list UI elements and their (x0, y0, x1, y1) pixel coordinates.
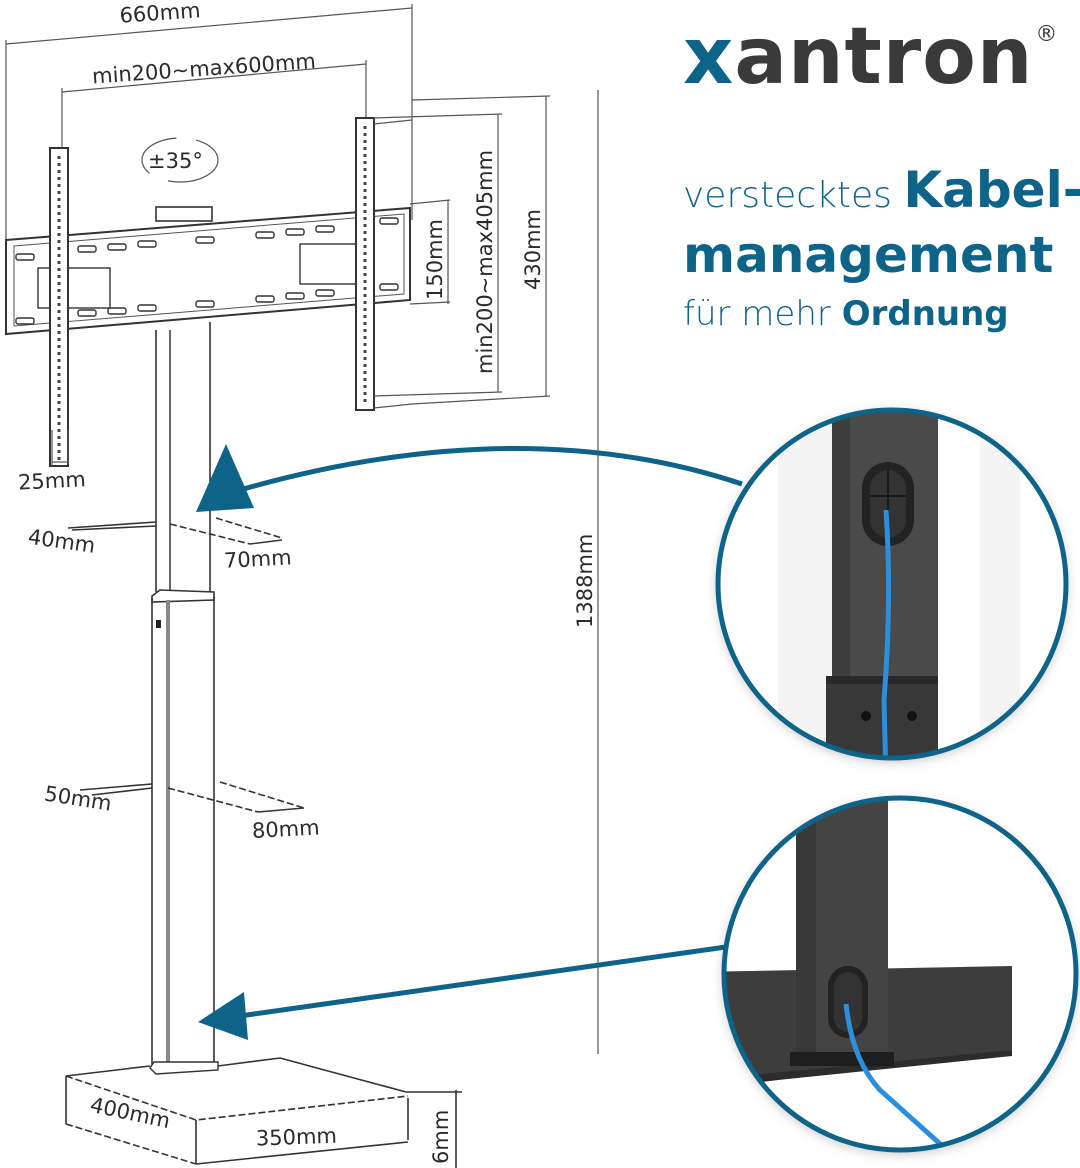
tilt-indicator: ±35° (141, 137, 219, 183)
bracket-height-dimension: 150mm (409, 199, 451, 305)
lower-cable-detail (721, 795, 1079, 1153)
upper-callout-arrow (196, 444, 743, 512)
headline-bold-1: Kabel- (903, 161, 1080, 219)
cable (881, 509, 892, 758)
headline-line-2: management (683, 226, 1054, 284)
vesa-vertical-label: min200~max405mm (473, 150, 497, 374)
headline-bold-3: Ordnung (841, 294, 1009, 334)
upper-pole-width-label: 70mm (223, 545, 292, 573)
brand-logo-accent: x (683, 12, 735, 102)
overall-width-label: 660mm (119, 0, 201, 28)
total-height-label: 1388mm (573, 534, 597, 628)
headline-light-1: verstecktes (683, 175, 892, 216)
upper-pole (155, 322, 211, 592)
headline-line-1: verstecktes Kabel- (683, 160, 1080, 226)
vesa-horizontal-dimension: min200~max600mm (61, 49, 367, 150)
tilt-label: ±35° (148, 149, 203, 173)
lower-pole (151, 589, 215, 1066)
headline: verstecktes Kabel- management für mehr O… (683, 160, 1080, 344)
arrow-head-icon (198, 992, 248, 1040)
brand-logo-text: antron (734, 12, 1034, 102)
total-height-dimension: 1388mm (573, 90, 599, 1054)
bracket-height-label: 150mm (423, 219, 447, 300)
vesa-vertical-dimension: min200~max405mm (373, 113, 503, 397)
vesa-bracket (5, 117, 413, 467)
wall-distance-label: 25mm (17, 467, 86, 495)
wall-distance-dimension: 25mm (17, 430, 86, 495)
arm-height-label: 430mm (521, 209, 545, 290)
base-depth-label: 400mm (88, 1093, 172, 1133)
base-thickness-label: 6mm (429, 1110, 453, 1164)
brand-logo: xantron® (683, 18, 1058, 96)
lower-pole-cross-section: 50mm 80mm (43, 781, 320, 843)
overall-width-dimension: 660mm (5, 0, 413, 250)
lower-pole-width-label: 80mm (251, 815, 320, 843)
arm-height-dimension: 430mm (411, 95, 551, 405)
cable (843, 1003, 960, 1150)
upper-cable-detail (715, 407, 1069, 761)
base-plate: 400mm 350mm 6mm (65, 1057, 462, 1168)
base-width-label: 350mm (256, 1124, 338, 1151)
registered-mark: ® (1035, 22, 1059, 47)
arrow-head-icon (196, 444, 254, 512)
lower-pole-depth-label: 50mm (43, 782, 114, 816)
upper-pole-cross-section: 40mm 70mm (27, 517, 292, 573)
headline-line-3: für mehr Ordnung (683, 284, 1080, 344)
lower-callout-arrow (198, 942, 741, 1040)
vesa-horizontal-label: min200~max600mm (91, 49, 316, 89)
headline-light-3: für mehr (683, 294, 831, 334)
